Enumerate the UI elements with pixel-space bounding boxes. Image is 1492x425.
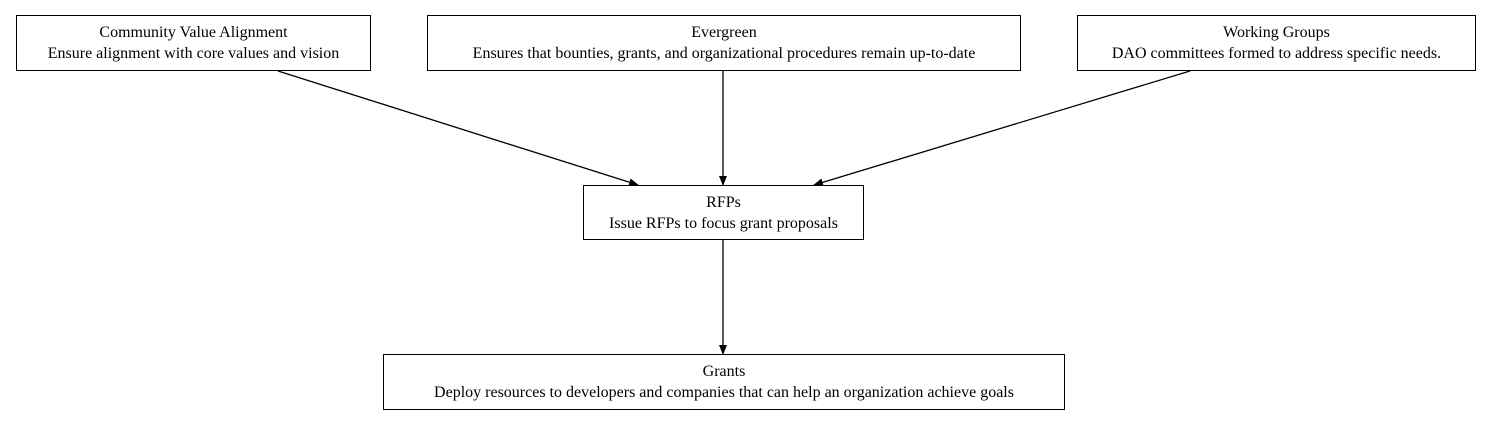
node-community-value-alignment: Community Value Alignment Ensure alignme…	[16, 15, 371, 71]
edge-community-value-alignment-to-rfps	[277, 70, 639, 187]
node-title: Grants	[702, 363, 746, 380]
node-description: Ensure alignment with core values and vi…	[47, 45, 340, 62]
node-description: DAO committees formed to address specifi…	[1111, 45, 1442, 62]
node-description: Issue RFPs to focus grant proposals	[609, 214, 838, 232]
node-grants: Grants Deploy resources to developers an…	[383, 354, 1065, 410]
node-title: Community Value Alignment	[99, 24, 288, 41]
node-evergreen: Evergreen Ensures that bounties, grants,…	[427, 15, 1021, 71]
node-description: Ensures that bounties, grants, and organ…	[472, 45, 976, 62]
node-title: Evergreen	[691, 24, 757, 41]
node-title: RFPs	[706, 193, 741, 211]
edge-working-groups-to-rfps	[813, 70, 1191, 187]
node-rfps: RFPs Issue RFPs to focus grant proposals	[583, 185, 864, 240]
node-description: Deploy resources to developers and compa…	[434, 384, 1014, 401]
node-title: Working Groups	[1223, 24, 1330, 41]
node-working-groups: Working Groups DAO committees formed to …	[1077, 15, 1476, 71]
